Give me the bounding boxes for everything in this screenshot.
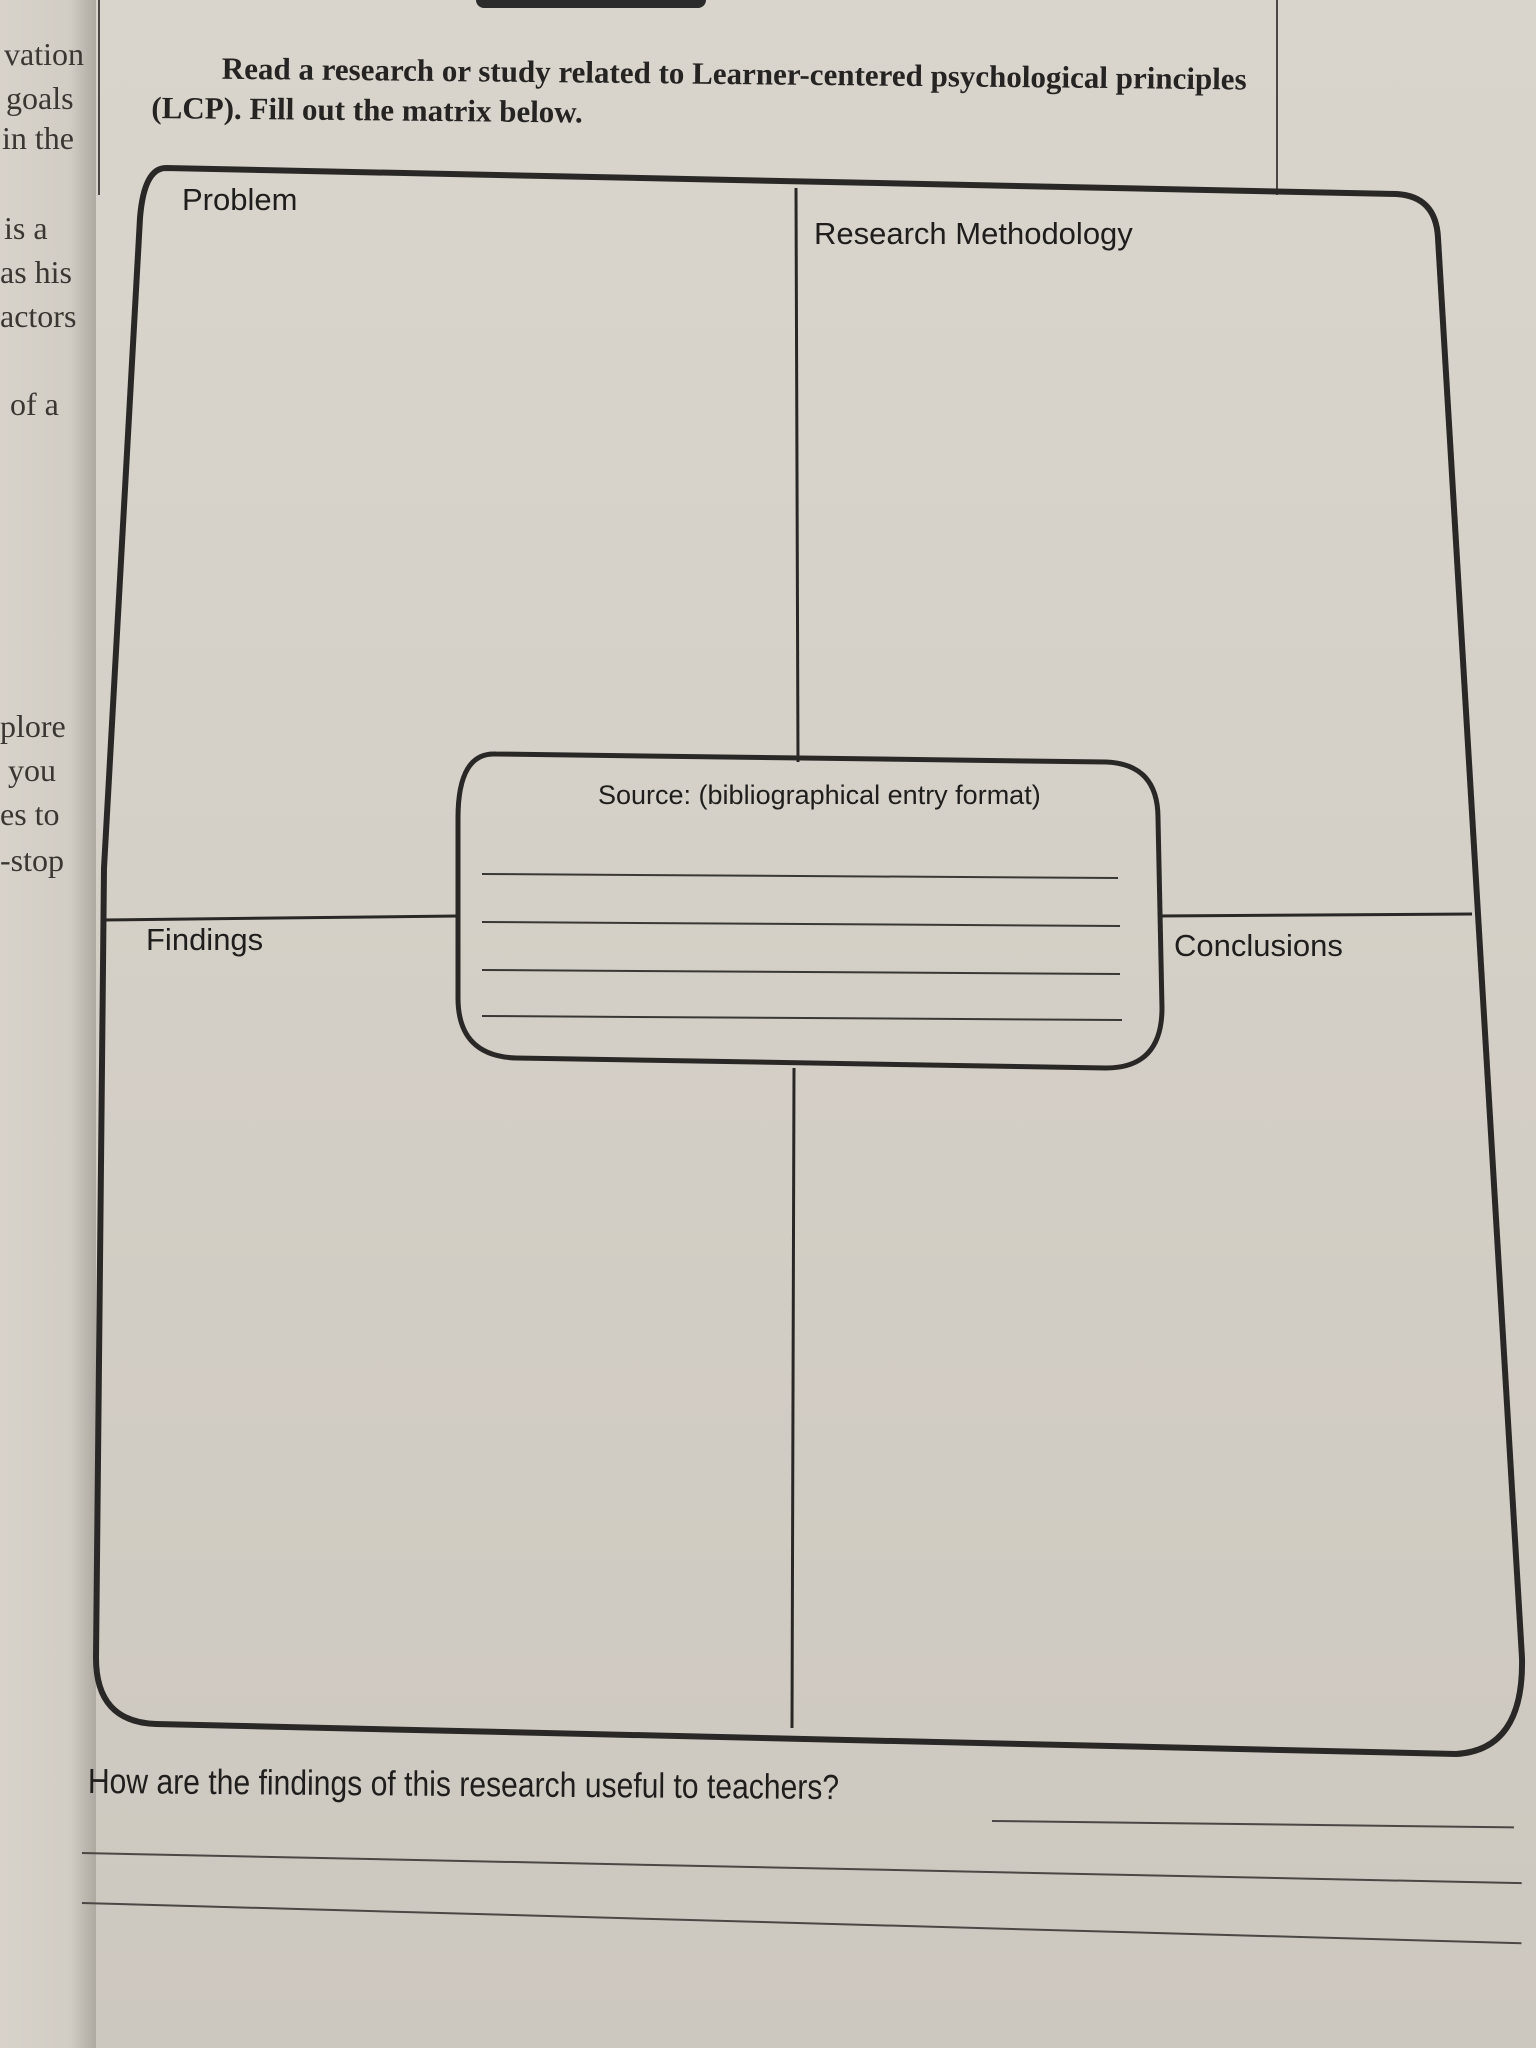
problem-label: Problem (182, 182, 298, 217)
adjacent-page-text: in the (2, 120, 74, 156)
source-line (481, 921, 1121, 927)
header-tab (476, 0, 706, 8)
source-label: Source: (bibliographical entry format) (598, 780, 1041, 810)
research-matrix (92, 164, 1526, 1758)
margin-rule (98, 0, 100, 195)
findings-label: Findings (146, 922, 264, 957)
research-methodology-label: Research Methodology (814, 216, 1133, 251)
adjacent-page-text: es to (0, 796, 60, 832)
matrix-outer-frame (92, 164, 1526, 1758)
adjacent-page-text: plore (0, 708, 66, 744)
conclusions-label: Conclusions (1174, 928, 1343, 963)
source-line (481, 969, 1121, 975)
adjacent-page-text: -stop (0, 842, 64, 878)
answer-line[interactable] (991, 1820, 1514, 1829)
answer-line[interactable] (81, 1852, 1522, 1885)
adjacent-page-text: goals (6, 80, 74, 116)
adjacent-page-text: as his (0, 254, 72, 290)
source-line (481, 873, 1119, 879)
adjacent-page-edge: vation goals in the is a as his actors o… (0, 0, 100, 2048)
source-box (455, 751, 1165, 1071)
source-line (481, 1015, 1123, 1021)
reflection-question: How are the findings of this research us… (87, 1762, 840, 1808)
divider-horizontal-right (1157, 912, 1473, 918)
adjacent-page-text: is a (4, 210, 48, 246)
answer-line[interactable] (81, 1902, 1522, 1945)
instructions-text: Read a research or study related to Lear… (151, 50, 1247, 130)
adjacent-page-text: vation (4, 36, 84, 72)
margin-rule (1276, 0, 1278, 195)
worksheet-page: Read a research or study related to Lear… (81, 0, 1536, 2048)
adjacent-page-text: actors (0, 298, 77, 334)
divider-horizontal-left (101, 914, 459, 922)
divider-vertical-top (794, 187, 800, 763)
divider-vertical-bottom (790, 1067, 796, 1729)
adjacent-page-text: of a (10, 386, 59, 422)
adjacent-page-text: you (8, 752, 56, 788)
